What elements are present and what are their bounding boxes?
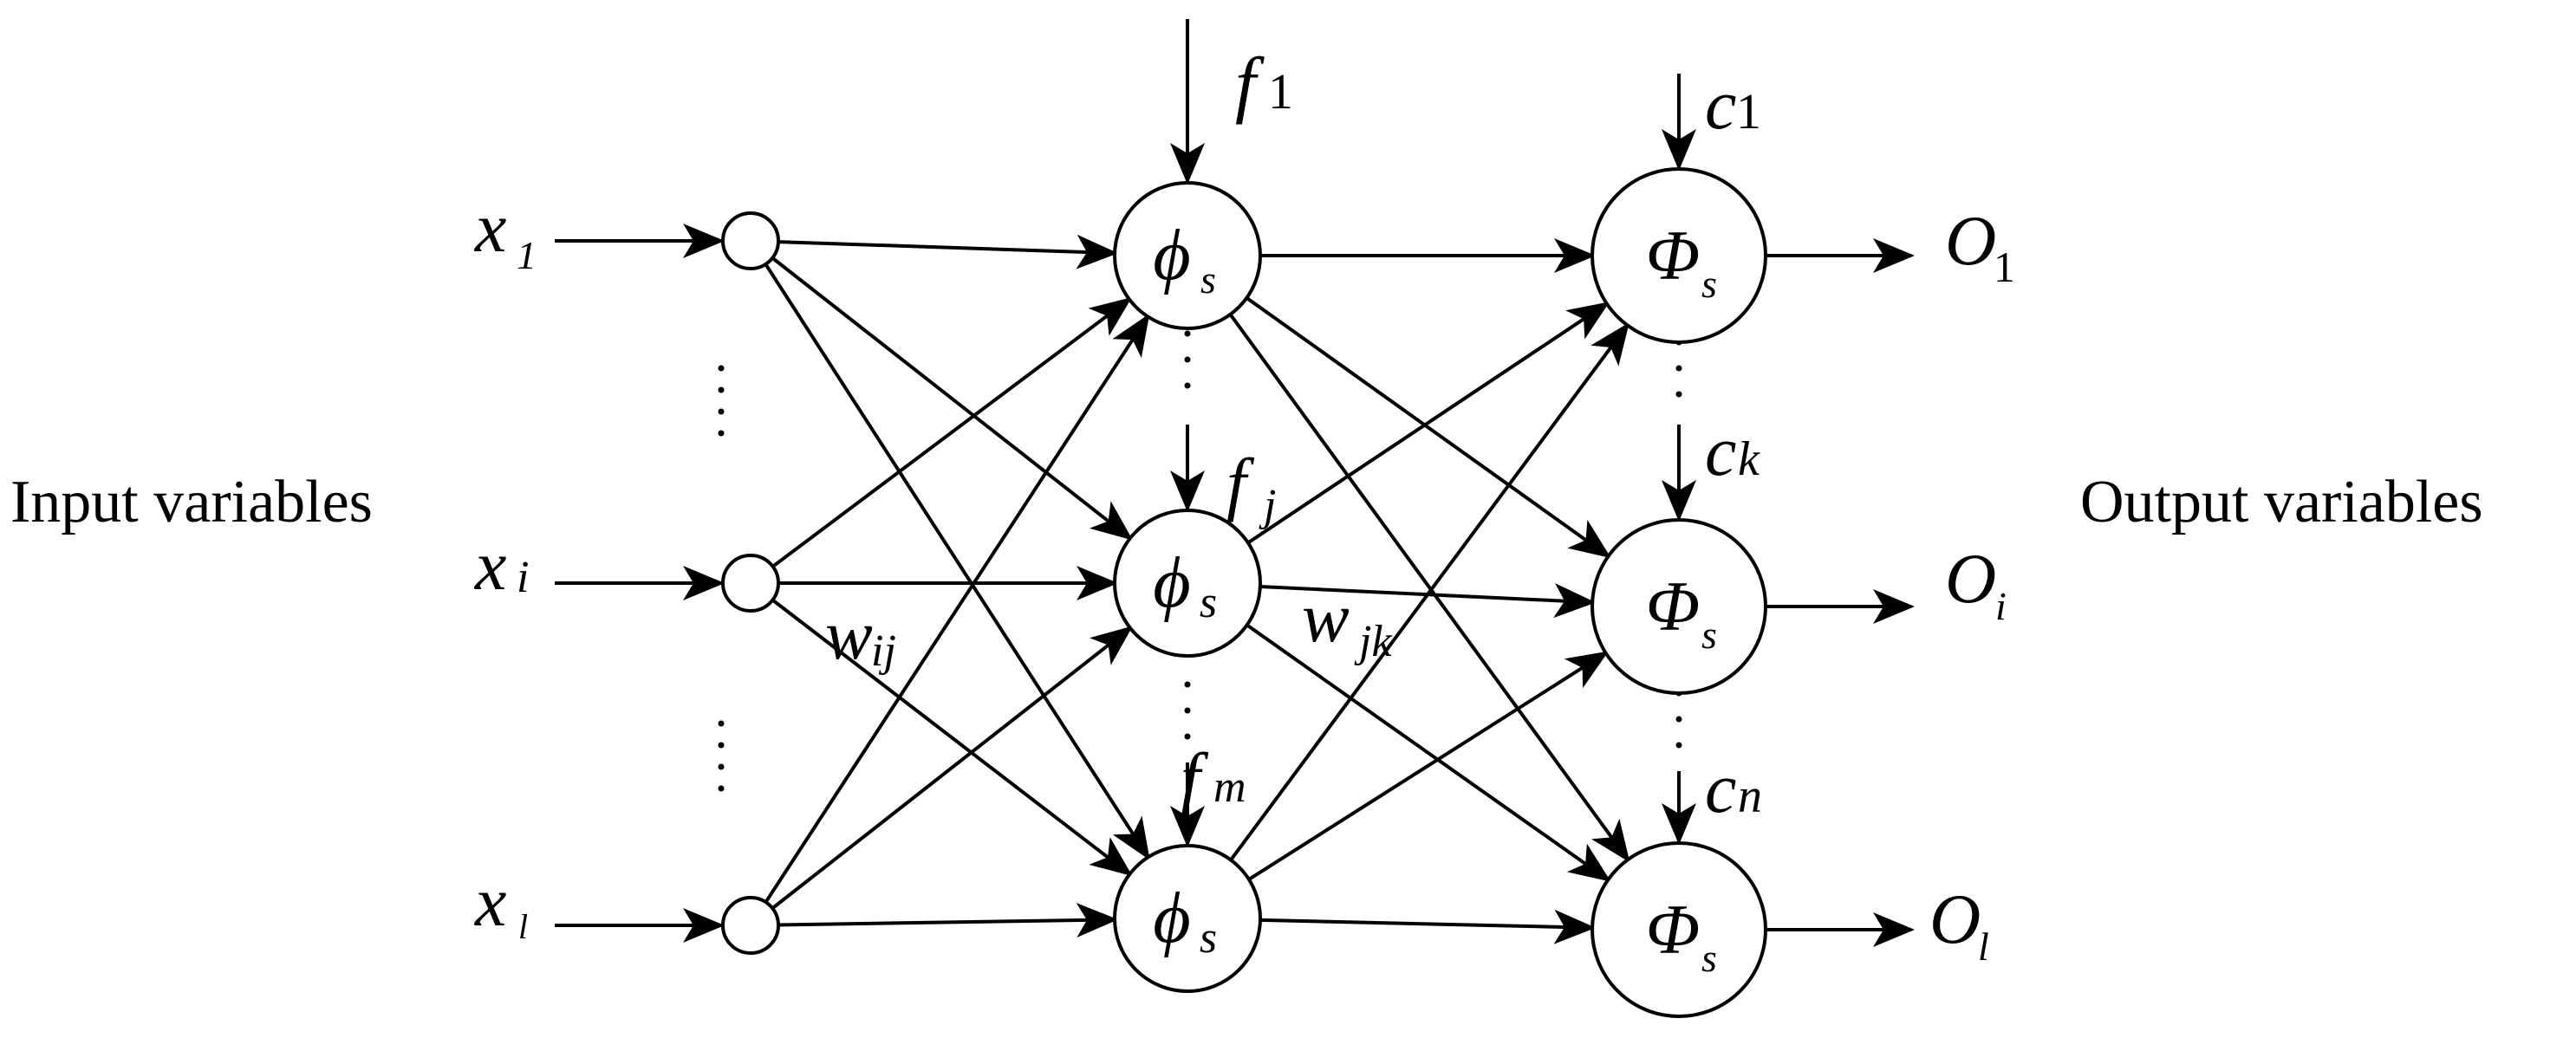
edge-input-0-hidden-2 [764, 263, 1150, 860]
edge-input-0-hidden-0 [777, 234, 1119, 269]
output-label-name: O [1929, 879, 1981, 958]
bias-label-name: c [1705, 749, 1736, 827]
hidden-node-symbol: ϕ [1153, 542, 1190, 623]
edge-input-2-hidden-0 [764, 314, 1150, 904]
edge-input-2-hidden-1 [771, 626, 1134, 910]
input-node-l [721, 896, 780, 955]
hidden-node-symbol: ϕ [1153, 878, 1190, 958]
edge-hidden-1-output-2 [1246, 623, 1611, 882]
output-node-symbol: Φ [1646, 216, 1700, 295]
hidden-node-subscript: s [1200, 913, 1217, 963]
bias-label-subscript: n [1738, 769, 1762, 823]
output-ellipsis-lower [1675, 690, 1682, 749]
hidden-node-m: ϕ s [1113, 844, 1262, 993]
output-label-name: O [1945, 201, 1996, 280]
hidden-node-subscript: s [1200, 257, 1216, 302]
input-ellipsis-lower [718, 720, 725, 792]
weight-label-name: w [825, 595, 873, 674]
edge-hidden-2-output-0 [1229, 322, 1630, 861]
bias-label-name: f [1181, 738, 1209, 817]
edge-hidden-2-output-2 [1259, 909, 1597, 944]
hidden-ellipsis-lower [1184, 681, 1191, 740]
output-label-subscript: i [1995, 584, 2007, 628]
edge-hidden-1-output-0 [1246, 302, 1610, 545]
weight-labels: w ij w jk [825, 578, 1392, 676]
hidden-node-j: ϕ s [1113, 509, 1262, 658]
output-node-symbol: Φ [1646, 890, 1700, 969]
output-node-k: Φ s [1590, 518, 1767, 695]
output-label-subscript: l [1978, 924, 1989, 969]
edge-hidden-0-output-1 [1246, 296, 1611, 559]
ellipsis-dots [718, 330, 1682, 792]
weight-label-name: w [1302, 578, 1350, 657]
input-layer [721, 211, 780, 955]
weight-label-subscript: jk [1354, 617, 1392, 666]
edge-hidden-0-output-2 [1228, 313, 1630, 863]
output-node-subscript: s [1701, 613, 1717, 657]
output-node-symbol: Φ [1646, 567, 1700, 646]
hidden-ellipsis-upper [1184, 330, 1191, 389]
input-ellipsis-upper [718, 365, 725, 437]
edge-hidden-2-output-1 [1247, 651, 1609, 881]
edge-input-2-hidden-2 [777, 903, 1119, 938]
input-label-name: x [474, 526, 506, 605]
output-variables-label: Output variables [2080, 469, 2483, 535]
bias-label-subscript: m [1213, 762, 1246, 812]
connection-edges [555, 19, 1915, 947]
input-label-name: x [474, 862, 506, 941]
hidden-layer: ϕ s ϕ s ϕ s [1113, 181, 1262, 993]
output-node-subscript: s [1701, 936, 1717, 980]
input-label-subscript: i [517, 553, 529, 602]
weight-label-subscript: ij [871, 626, 896, 676]
output-label-subscript: 1 [1994, 243, 2015, 291]
bias-label-name: f [1226, 444, 1255, 522]
edge-input-1-hidden-2 [771, 598, 1133, 877]
edge-input-1-hidden-0 [771, 296, 1133, 568]
output-layer: Φ s Φ s Φ s [1590, 167, 1767, 1018]
bias-label-subscript: k [1738, 432, 1760, 486]
output-ellipsis-upper [1675, 339, 1682, 398]
input-label-name: x [474, 188, 506, 267]
bias-label-subscript: j [1259, 481, 1276, 530]
bias-label-subscript: 1 [1736, 83, 1761, 139]
output-labels: O 1 O i O l [1929, 201, 2015, 969]
bias-label-subscript: 1 [1268, 63, 1293, 120]
input-node-1 [721, 211, 780, 270]
hidden-node-subscript: s [1200, 578, 1217, 627]
hidden-bias-labels: f 1 f j f m [1181, 42, 1293, 817]
input-label-subscript: 1 [517, 233, 537, 277]
hidden-node-1: ϕ s [1113, 181, 1262, 330]
output-node-subscript: s [1701, 262, 1717, 306]
bias-label-name: c [1705, 412, 1736, 490]
hidden-node-symbol: ϕ [1153, 215, 1190, 295]
output-label-name: O [1945, 539, 1996, 618]
input-node-i [721, 554, 780, 613]
output-bias-labels: c 1 c k c n [1705, 65, 1762, 827]
output-node-n: Φ s [1590, 841, 1767, 1018]
bias-label-name: c [1705, 65, 1736, 144]
input-label-subscript: l [518, 907, 528, 946]
bias-label-name: f [1235, 42, 1265, 125]
edge-input-0-hidden-1 [771, 256, 1134, 541]
output-node-1: Φ s [1590, 167, 1767, 344]
input-labels: x 1 x i x l [474, 188, 537, 946]
input-variables-label: Input variables [10, 469, 373, 535]
